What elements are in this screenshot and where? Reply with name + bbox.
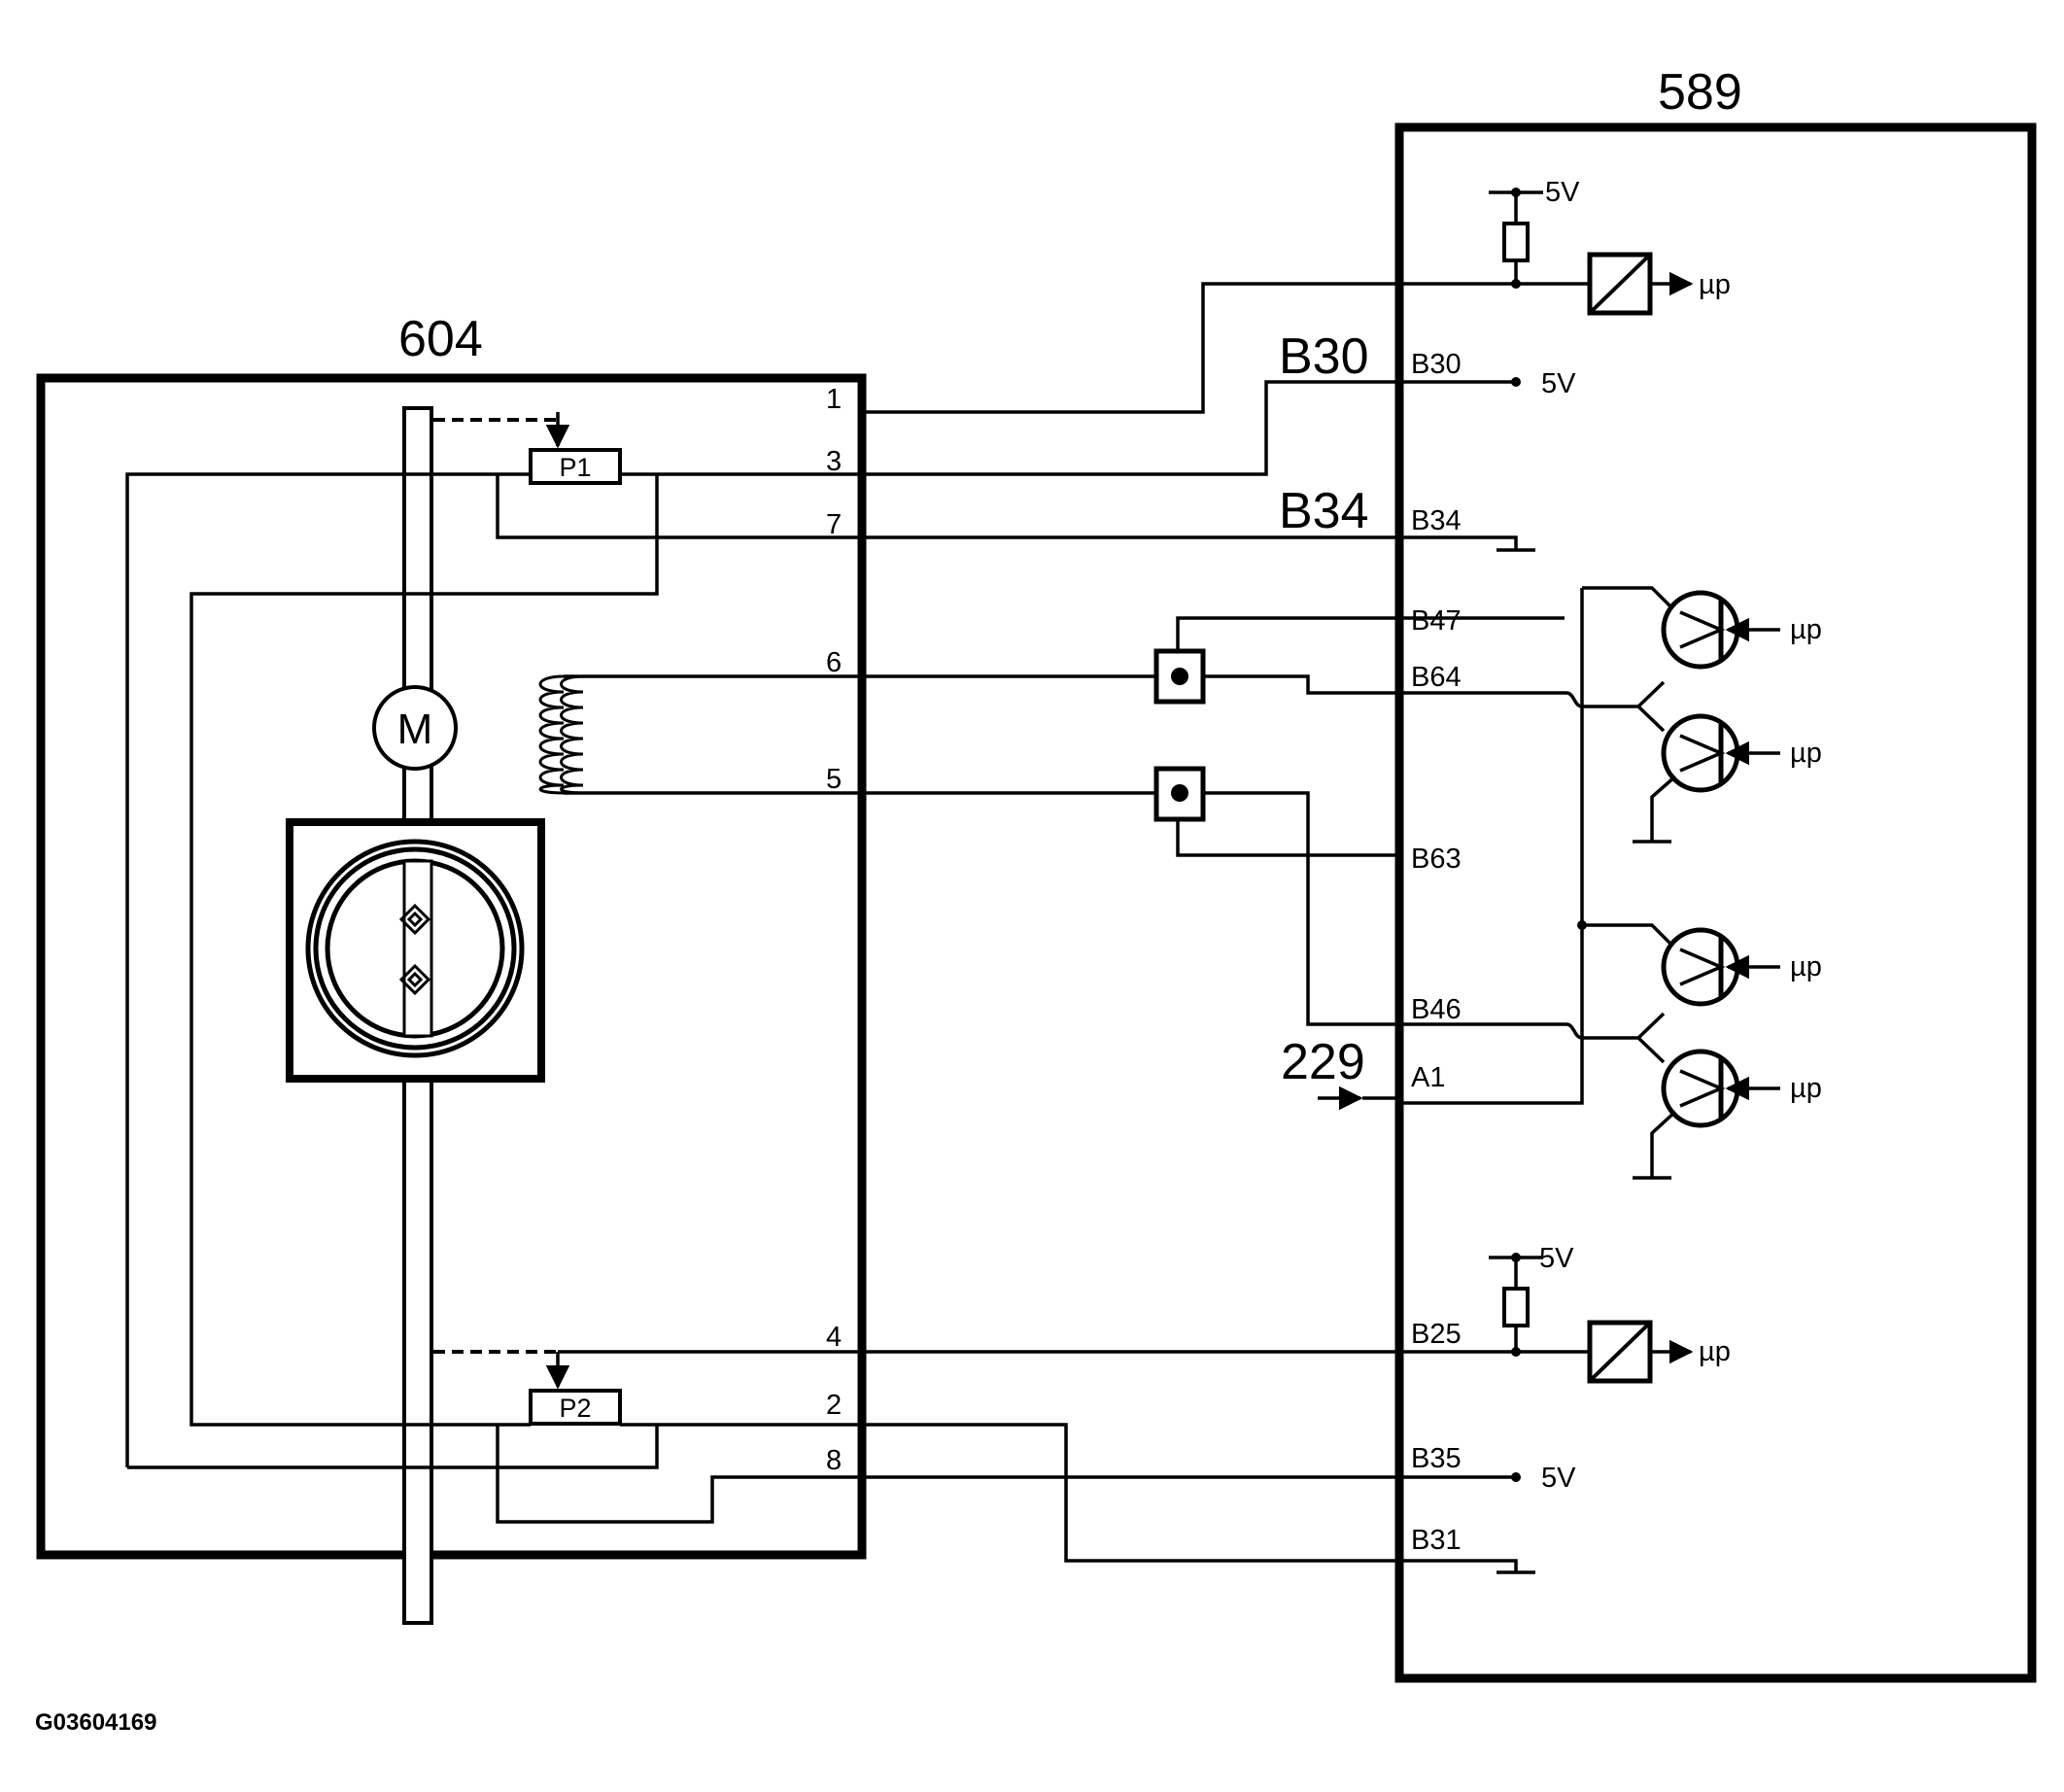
up-label-upper: µp bbox=[1699, 269, 1731, 300]
pin-8: 8 bbox=[826, 1445, 842, 1476]
module-589-frame bbox=[1394, 122, 2037, 1683]
module-604-frame bbox=[36, 373, 867, 1560]
ecu-pin-b30: B30 bbox=[1411, 349, 1462, 380]
internal-wiring bbox=[125, 412, 860, 1524]
connector-pins: 1 3 7 6 5 4 2 8 bbox=[826, 384, 842, 1476]
throttle-ring-outer bbox=[305, 839, 525, 1058]
motor: M bbox=[372, 685, 458, 771]
b35-supply: 5V bbox=[1399, 1463, 1576, 1494]
ecu-pin-b34: B34 bbox=[1411, 505, 1462, 536]
ecu-pin-b64: B64 bbox=[1411, 662, 1462, 693]
supply-5v-lower: 5V bbox=[1539, 1243, 1574, 1274]
ecu-pin-b47: B47 bbox=[1411, 605, 1462, 637]
module-604-label: 604 bbox=[398, 311, 483, 367]
splice-lower bbox=[1153, 766, 1206, 822]
input-stage-upper: 5V µp bbox=[1399, 177, 1731, 316]
supply-5v-b35: 5V bbox=[1541, 1463, 1576, 1494]
b30-supply: 5V bbox=[1399, 368, 1576, 399]
pullup-resistor-upper bbox=[1502, 222, 1530, 262]
up-label-t3: µp bbox=[1790, 951, 1822, 982]
h-bridge-lower: µp µp bbox=[1399, 920, 1822, 1180]
throttle-spindle bbox=[402, 859, 433, 1038]
up-label-t4: µp bbox=[1790, 1073, 1822, 1104]
wire-label-229: 229 bbox=[1281, 1034, 1365, 1090]
pin-7: 7 bbox=[826, 509, 842, 540]
p1-label: P1 bbox=[559, 453, 591, 482]
b31-ground bbox=[1399, 1559, 1535, 1574]
coil bbox=[538, 674, 584, 795]
b34-ground bbox=[1399, 535, 1535, 552]
potentiometer-p1: P1 bbox=[433, 418, 622, 485]
throttle-bolt-upper bbox=[398, 903, 431, 936]
figure-id: G03604169 bbox=[35, 1709, 156, 1736]
p2-body bbox=[529, 1389, 622, 1426]
transistor-1 bbox=[1661, 590, 1740, 670]
pin-3: 3 bbox=[826, 446, 842, 477]
module-589: 589 B30 B34 B47 B64 B63 B46 A1 B25 B35 B… bbox=[1394, 64, 2037, 1683]
ecu-pins: B30 B34 B47 B64 B63 B46 A1 B25 B35 B31 bbox=[1411, 349, 1462, 1556]
pullup-resistor-lower bbox=[1502, 1287, 1530, 1327]
wire-label-b34: B34 bbox=[1279, 483, 1369, 539]
p1-body bbox=[529, 448, 622, 485]
throttle-ring-mid bbox=[313, 846, 517, 1051]
supply-5v-upper: 5V bbox=[1545, 177, 1580, 208]
h-bridge-upper: µp µp bbox=[1399, 586, 1822, 1105]
transistor-3 bbox=[1661, 927, 1740, 1007]
pin-5: 5 bbox=[826, 764, 842, 795]
pin-1: 1 bbox=[826, 384, 842, 415]
pin-4: 4 bbox=[826, 1322, 842, 1353]
ecu-pin-b46: B46 bbox=[1411, 994, 1462, 1025]
module-589-label: 589 bbox=[1658, 64, 1742, 121]
up-label-t1: µp bbox=[1790, 614, 1822, 645]
input-stage-lower: 5V µp bbox=[1399, 1243, 1731, 1384]
throttle-plate bbox=[286, 818, 545, 1083]
wire-label-b30: B30 bbox=[1279, 328, 1369, 385]
supply-5v-b30: 5V bbox=[1541, 368, 1576, 399]
module-604: 604 M P1 P2 bbox=[36, 311, 867, 1625]
ecu-pin-b25: B25 bbox=[1411, 1319, 1462, 1350]
throttle-bolt-lower bbox=[398, 963, 431, 996]
motor-label: M bbox=[397, 706, 433, 753]
ecu-pin-a1: A1 bbox=[1411, 1062, 1445, 1093]
ecu-pin-b31: B31 bbox=[1411, 1525, 1462, 1556]
external-wiring: B30 B34 229 bbox=[860, 282, 1399, 1563]
ecu-pin-b35: B35 bbox=[1411, 1443, 1462, 1474]
up-label-t2: µp bbox=[1790, 738, 1822, 769]
up-label-lower: µp bbox=[1699, 1336, 1731, 1367]
pin-6: 6 bbox=[826, 647, 842, 678]
ecu-pin-b63: B63 bbox=[1411, 844, 1462, 875]
motor-circle bbox=[372, 685, 458, 771]
splice-upper bbox=[1153, 648, 1206, 705]
potentiometer-p2: P2 bbox=[433, 1350, 622, 1426]
pin-2: 2 bbox=[826, 1390, 842, 1421]
p2-label: P2 bbox=[559, 1394, 591, 1423]
